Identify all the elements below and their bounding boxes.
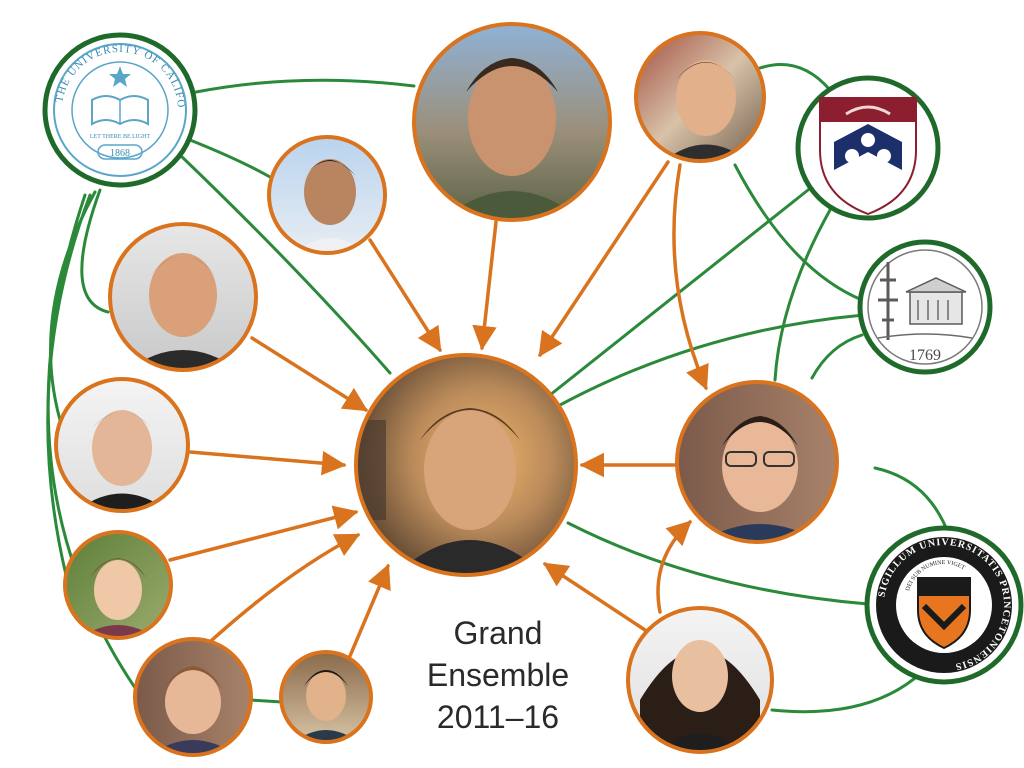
left-person-1-portrait bbox=[110, 224, 256, 370]
arrow-person5-to-center bbox=[350, 566, 388, 656]
left-person-5-portrait bbox=[281, 652, 371, 742]
right-top-person-portrait bbox=[634, 32, 766, 164]
dartmouth-year: 1769 bbox=[909, 347, 941, 364]
arrow-person1-to-center bbox=[252, 338, 366, 410]
left-person-2-portrait bbox=[56, 379, 188, 511]
princeton-university-seal: SIGILLUM UNIVERSITATIS PRINCETONIENSIS D… bbox=[867, 528, 1021, 682]
diagram-caption: Grand Ensemble 2011–16 bbox=[398, 612, 598, 738]
link-princeton-to-bottom-right bbox=[772, 672, 922, 712]
university-of-california-seal: THE UNIVERSITY OF CALIFORNIA LET THERE B… bbox=[0, 0, 195, 185]
caption-line-2: Ensemble bbox=[398, 654, 598, 696]
caption-line-1: Grand bbox=[398, 612, 598, 654]
uc-year: 1868 bbox=[110, 148, 130, 159]
arrow-small-top-to-center bbox=[370, 240, 440, 350]
link-dartmouth-to-right-mid bbox=[812, 335, 862, 378]
caption-line-3: 2011–16 bbox=[398, 696, 598, 738]
link-dartmouth-to-center bbox=[560, 315, 864, 405]
left-person-4-portrait bbox=[135, 639, 251, 755]
dartmouth-college-seal: 1769 bbox=[860, 242, 990, 372]
link-uc-to-small-top-person bbox=[190, 140, 270, 177]
right-mid-person-portrait bbox=[677, 382, 837, 542]
arrow-person2-to-center bbox=[190, 452, 344, 465]
link-penn-to-right-top bbox=[760, 64, 830, 90]
link-uc-to-top-person bbox=[196, 80, 414, 92]
arrow-person4-to-center bbox=[212, 535, 358, 640]
bottom-right-person-portrait bbox=[628, 608, 772, 752]
link-person4-to-person5 bbox=[250, 700, 282, 702]
small-top-person-portrait bbox=[268, 136, 388, 256]
top-person-portrait bbox=[412, 22, 612, 222]
university-of-pennsylvania-seal bbox=[798, 78, 938, 218]
uc-motto: LET THERE BE LIGHT bbox=[90, 134, 151, 140]
link-penn-to-right-mid bbox=[775, 210, 830, 380]
left-person-3-portrait bbox=[65, 532, 171, 638]
center-person-portrait bbox=[350, 350, 590, 590]
link-princeton-to-center bbox=[568, 523, 868, 604]
arrow-top-person-to-center bbox=[482, 222, 496, 348]
